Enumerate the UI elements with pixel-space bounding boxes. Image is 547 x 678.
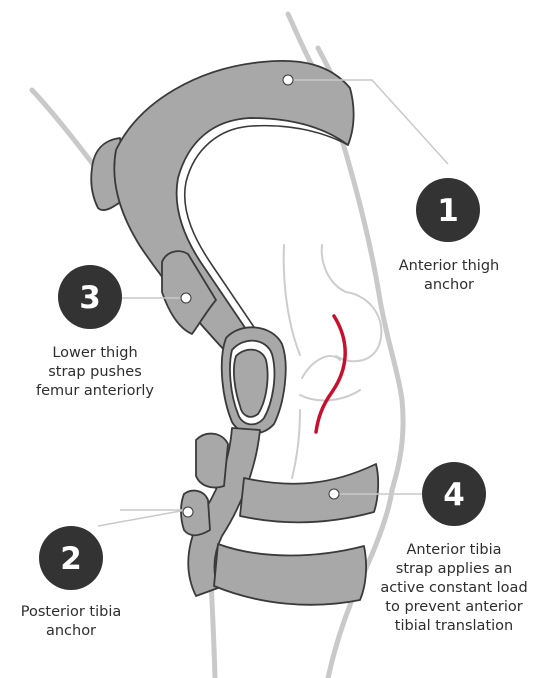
callout-3-line-3: femur anteriorly <box>22 382 168 401</box>
callout-badge-2: 2 <box>39 526 103 590</box>
badge-number-4: 4 <box>443 477 465 513</box>
callout-4-line-4: to prevent anterior <box>364 598 544 617</box>
callout-1-line-2: anchor <box>382 276 516 295</box>
callout-text-1: Anterior thigh anchor <box>382 257 516 295</box>
callout-1-line-1: Anterior thigh <box>382 257 516 276</box>
callout-4-line-2: strap applies an <box>364 560 544 579</box>
anterior-tibia-strap <box>240 464 378 522</box>
callout-badge-1: 1 <box>416 178 480 242</box>
callout-badge-4: 4 <box>422 462 486 526</box>
leader-line-2 <box>98 510 186 526</box>
callout-4-line-5: tibial translation <box>364 617 544 636</box>
anterior-thigh-cuff <box>114 61 353 352</box>
callout-2-line-1: Posterior tibia <box>4 603 138 622</box>
callout-text-4: Anterior tibia strap applies an active c… <box>364 541 544 636</box>
upper-tibia-shell <box>196 434 228 488</box>
callout-3-line-2: strap pushes <box>22 363 168 382</box>
knee-brace <box>91 61 378 605</box>
callout-4-line-1: Anterior tibia <box>364 541 544 560</box>
lower-tibia-strap <box>214 544 366 605</box>
callout-3-line-1: Lower thigh <box>22 344 168 363</box>
badge-number-1: 1 <box>437 193 459 229</box>
ligament-line <box>316 316 345 432</box>
knee-contours <box>284 245 382 478</box>
callout-text-2: Posterior tibia anchor <box>4 603 138 641</box>
callout-text-3: Lower thigh strap pushes femur anteriorl… <box>22 344 168 401</box>
callout-4-line-3: active constant load <box>364 579 544 598</box>
badge-number-2: 2 <box>60 541 82 577</box>
callout-badge-3: 3 <box>58 265 122 329</box>
badge-number-3: 3 <box>79 280 101 316</box>
callout-2-line-2: anchor <box>4 622 138 641</box>
